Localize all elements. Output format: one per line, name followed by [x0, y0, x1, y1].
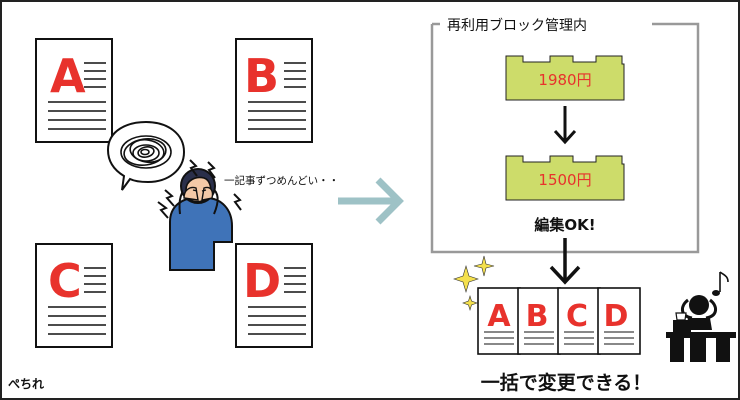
complaint-text: 一記事ずつめんどい・・	[224, 174, 339, 187]
box-title: 再利用ブロック管理内	[447, 17, 587, 34]
result-letter-d: D	[604, 299, 629, 334]
result-document-d: D	[597, 287, 641, 355]
sparkle-icon	[453, 255, 495, 312]
edit-ok-label: 編集OK!	[534, 216, 595, 234]
result-letter-c: C	[566, 299, 588, 334]
stressed-person	[157, 159, 242, 271]
result-letter-a: A	[487, 299, 511, 334]
scribble-icon	[120, 135, 172, 169]
block-after: 1500円	[505, 155, 625, 201]
result-document-b: B	[517, 287, 561, 355]
result-letter-b: B	[526, 299, 549, 334]
logo: ぺちれ	[8, 377, 44, 391]
block-before-price: 1980円	[538, 71, 591, 89]
reusable-block-frame: 再利用ブロック管理内	[430, 17, 700, 254]
result-document-a: A	[477, 287, 521, 355]
music-note-icon	[712, 271, 729, 296]
document-b-letter: B	[244, 49, 279, 103]
relaxed-person-at-desk	[666, 271, 736, 362]
thought-bubble	[106, 120, 186, 191]
transition-arrow	[338, 177, 404, 225]
document-c: C	[35, 243, 113, 348]
result-documents: A B C D	[477, 287, 641, 355]
block-after-price: 1500円	[538, 171, 591, 189]
lightning-icon-right	[233, 193, 242, 211]
lightning-icon-top-right	[207, 161, 216, 179]
apply-arrow	[549, 238, 581, 285]
document-a: A	[35, 38, 113, 143]
lightning-icon-left-2	[157, 201, 169, 219]
lightning-icon-left	[164, 189, 175, 207]
document-d-letter: D	[243, 254, 281, 308]
update-arrow	[553, 106, 577, 145]
block-before: 1980円	[505, 55, 625, 101]
document-a-letter: A	[50, 49, 86, 103]
lightning-icon-top	[189, 159, 198, 177]
document-b: B	[235, 38, 313, 143]
result-caption: 一括で変更できる！	[481, 371, 652, 394]
document-c-letter: C	[48, 254, 82, 308]
document-d: D	[235, 243, 313, 348]
result-document-c: C	[557, 287, 601, 355]
